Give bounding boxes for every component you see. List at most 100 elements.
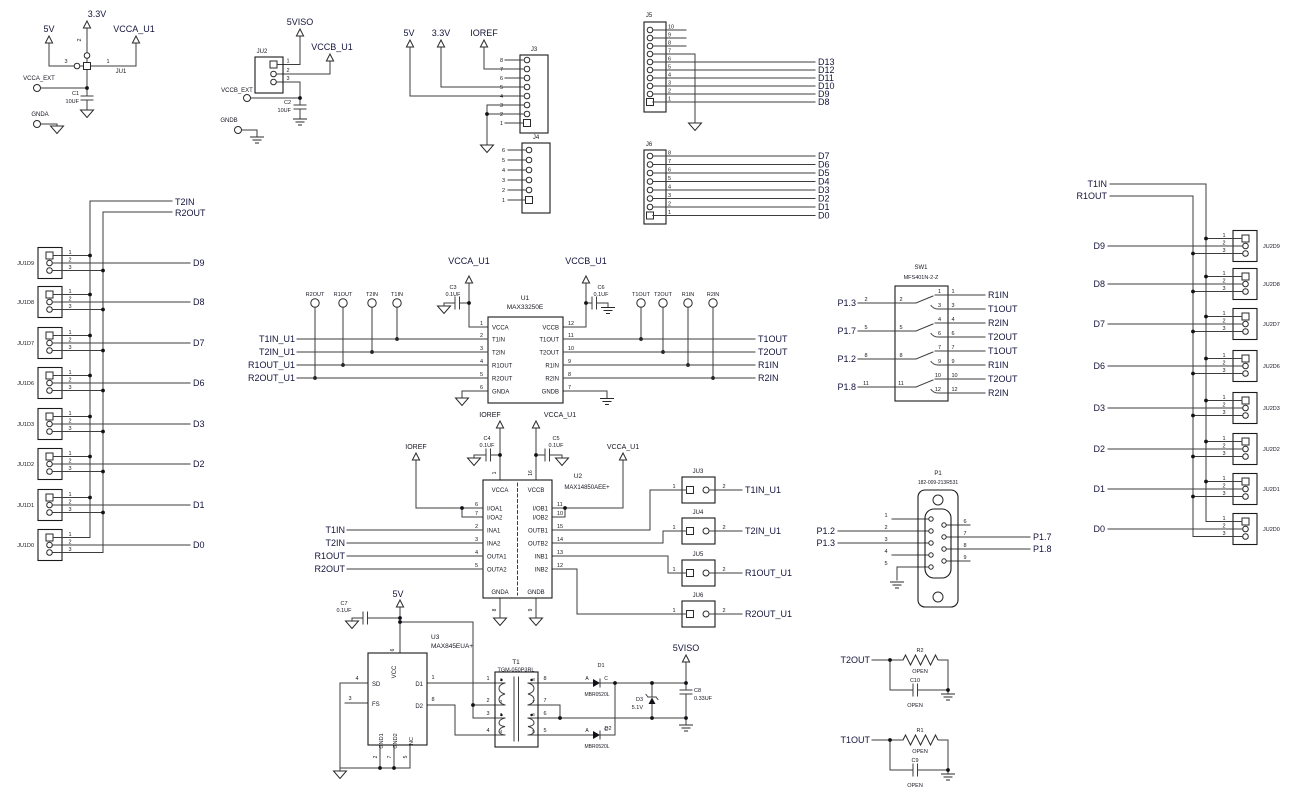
junction-dot (500, 713, 503, 717)
pin-number: 5 (864, 325, 867, 331)
junction-dot (88, 373, 92, 378)
pin-number: 1 (68, 289, 71, 295)
net-label: P1.2 (816, 526, 835, 536)
pin-number: 9 (568, 359, 571, 365)
jumper-ref: JU2D2 (1263, 447, 1280, 453)
pin-number: 6 (952, 331, 955, 337)
net-label: D10 (818, 81, 835, 91)
net-label: T2IN_U1 (745, 526, 781, 536)
jumper-ref: JU6 (693, 593, 704, 599)
junction-dot (471, 703, 475, 707)
pin-number: 2 (1222, 403, 1225, 409)
pin-name: OUTA1 (487, 555, 507, 561)
pin-number: 2 (884, 525, 887, 531)
pin-number: 3 (1222, 451, 1225, 457)
pin-number: 6 (500, 76, 503, 82)
pin-number: 5 (480, 372, 483, 378)
p1-ref: P1 (934, 471, 942, 477)
rotated-pin-label: GND1 (379, 733, 385, 748)
junction-dot (946, 688, 950, 692)
junction-dot (101, 469, 105, 474)
pin-number: 8 (668, 41, 671, 47)
rotated-pin-label: VCC (392, 665, 398, 678)
label: C4 (483, 436, 490, 442)
switch-element (857, 322, 986, 338)
net-label: 5V (403, 28, 414, 38)
jumper-ref: JU2D3 (1263, 406, 1280, 412)
net-label: T2IN (325, 538, 345, 548)
pin-number: 4 (502, 168, 505, 174)
net-label: D3 (1093, 403, 1105, 413)
screw-hole (932, 494, 944, 506)
pin-circle (523, 83, 531, 91)
pin-number: 10 (935, 373, 941, 379)
net-label: D2 (193, 459, 205, 469)
jumper-ref: JU2D0 (1263, 527, 1280, 533)
pin-number: 2 (899, 297, 902, 303)
pin-number: 3 (486, 711, 489, 717)
pin-number: 5 (502, 158, 505, 164)
jumper-block (681, 559, 716, 587)
wire (61, 375, 191, 391)
label: VCCA_U1 (544, 412, 576, 419)
pin-circle (525, 146, 533, 154)
pin-name: I/OA2 (487, 516, 503, 522)
junction-dot (88, 333, 92, 338)
net-label: T1OUT (840, 735, 870, 745)
pin-name: I/OB2 (533, 516, 549, 522)
j3-ref: J3 (531, 47, 538, 53)
j4-ref: J4 (533, 135, 540, 141)
pin-number: 3 (502, 178, 505, 184)
pin-number: 9 (938, 359, 941, 365)
pin-number: 3 (68, 466, 71, 472)
value-label: OPEN (912, 749, 928, 755)
pin-number: 2 (486, 698, 489, 704)
testpoint-label: R2IN (707, 292, 720, 298)
pin-number: 2 (1222, 484, 1225, 490)
net-label: 3.3V (88, 9, 107, 19)
wire (61, 255, 191, 271)
label: 0.1UF (594, 292, 610, 298)
label: D1 (415, 682, 423, 688)
net-label: IOREF (470, 28, 498, 38)
pin-number: 2 (480, 333, 483, 339)
junction-dot (88, 454, 92, 459)
pin-number: 3 (1222, 410, 1225, 416)
label: FS (372, 702, 380, 708)
pin-number: 5 (532, 729, 535, 734)
label: C3 (449, 285, 456, 291)
component-box (367, 652, 428, 746)
pin-number: 3 (68, 385, 71, 391)
pin-circle (646, 90, 654, 98)
net-label: P1.2 (837, 354, 856, 364)
pin-name: T2IN (492, 351, 505, 357)
jumper-block (1232, 267, 1258, 301)
pin-number: 3 (938, 303, 941, 309)
pin-number: 7 (938, 345, 941, 351)
net-label: D8 (193, 297, 205, 307)
net-label: R2OUT_U1 (745, 609, 792, 619)
pin-number: 11 (568, 333, 574, 339)
j6-ref: J6 (646, 142, 653, 148)
db9-pin (928, 528, 934, 534)
pin-number: 7 (668, 49, 671, 55)
pin-number: 7 (963, 531, 966, 537)
ground-icon (455, 397, 469, 406)
terminal-circle (33, 84, 41, 92)
junction-dot (1191, 371, 1195, 376)
net-label: P1.3 (837, 298, 856, 308)
pin-number: 12 (952, 387, 958, 393)
junction-dot (888, 658, 892, 662)
net-label: D0 (818, 211, 830, 221)
pin-number: 2 (722, 567, 725, 573)
jumper-ref: JU5 (693, 552, 704, 558)
db9-pin (928, 540, 934, 546)
jumper-block (37, 285, 63, 319)
pin-number: 11 (863, 381, 869, 387)
label: 1 (431, 675, 434, 681)
pin-number: 10 (557, 511, 563, 517)
pin-number: 12 (568, 321, 574, 327)
ju1-ref: JU1 (116, 69, 127, 75)
jumper-block (681, 476, 716, 504)
